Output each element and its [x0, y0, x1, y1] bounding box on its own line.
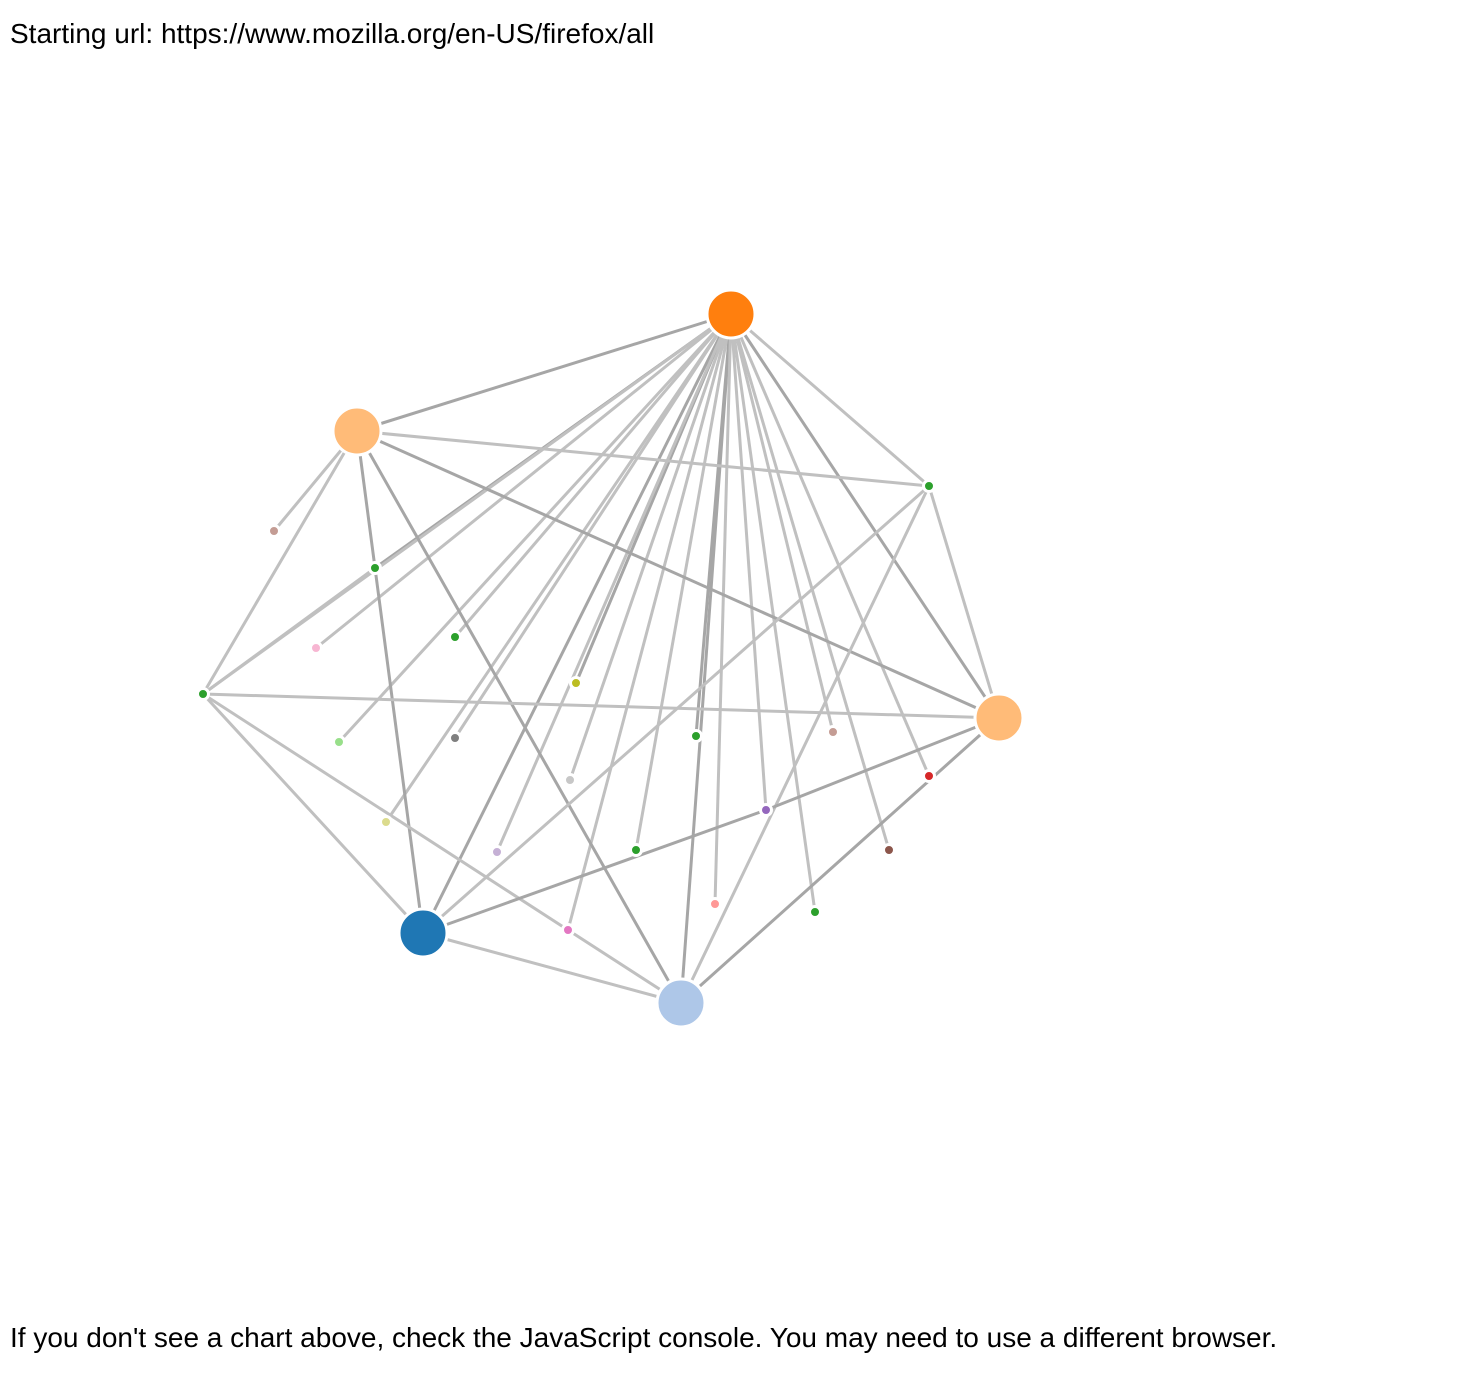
graph-node[interactable] [490, 845, 504, 859]
graph-edge [355, 312, 733, 433]
graph-node[interactable] [267, 524, 281, 538]
graph-edge [355, 429, 1001, 720]
graph-edge [384, 312, 733, 824]
graph-node[interactable] [629, 843, 643, 857]
graph-edge [729, 312, 931, 778]
graph-nodes [196, 288, 1025, 1029]
graph-edge [314, 312, 733, 650]
graph-edge [421, 931, 683, 1005]
graph-node[interactable] [331, 405, 383, 457]
graph-edge [201, 566, 377, 696]
graph-node[interactable] [332, 735, 346, 749]
graph-node[interactable] [689, 729, 703, 743]
graph-edge [201, 692, 425, 935]
graph-edges [201, 312, 1001, 1005]
graph-edge [679, 484, 931, 1005]
graph-node[interactable] [196, 687, 210, 701]
graph-node[interactable] [705, 288, 757, 340]
graph-node[interactable] [379, 815, 393, 829]
graph-edge [764, 716, 1001, 812]
graph-node[interactable] [448, 731, 462, 745]
browser-warning-note: If you don't see a chart above, check th… [10, 1322, 1278, 1353]
graph-node[interactable] [922, 769, 936, 783]
graph-edge [694, 312, 733, 738]
graph-node[interactable] [563, 773, 577, 787]
graph-edge [713, 312, 733, 906]
graph-node[interactable] [569, 676, 583, 690]
graph-node[interactable] [826, 725, 840, 739]
graph-node[interactable] [309, 641, 323, 655]
graph-edge [927, 484, 1001, 720]
graph-edge [355, 429, 683, 1005]
graph-edge [495, 312, 733, 854]
graph-node[interactable] [448, 630, 462, 644]
graph-edge [337, 312, 733, 744]
graph-edge [729, 312, 891, 852]
graph-edge [634, 312, 733, 852]
graph-node[interactable] [922, 479, 936, 493]
graph-edge [566, 312, 733, 932]
graph-node[interactable] [708, 897, 722, 911]
graph-node[interactable] [759, 803, 773, 817]
graph-node[interactable] [655, 977, 707, 1029]
graph-edge [679, 716, 1001, 1005]
graph-edge [729, 312, 931, 488]
graph-edge [729, 312, 768, 812]
graph-edge [355, 429, 425, 935]
starting-url-text: Starting url: https://www.mozilla.org/en… [10, 18, 655, 49]
network-graph [196, 288, 1025, 1029]
graph-node[interactable] [882, 843, 896, 857]
graph-node[interactable] [973, 692, 1025, 744]
graph-edge [453, 312, 733, 740]
graph-node[interactable] [368, 561, 382, 575]
graph-edge [355, 429, 931, 488]
graph-node[interactable] [397, 907, 449, 959]
graph-edge [201, 692, 570, 932]
graph-edge [421, 312, 733, 935]
graph-edge [729, 312, 1001, 720]
graph-edge [453, 312, 733, 639]
graph-edge [568, 312, 733, 782]
graph-edge [729, 312, 817, 914]
graph-edge [201, 692, 1001, 720]
graph-edge [201, 429, 359, 696]
graph-edge [421, 808, 768, 935]
graph-edge [729, 312, 835, 734]
graph-node[interactable] [808, 905, 822, 919]
graph-node[interactable] [561, 923, 575, 937]
